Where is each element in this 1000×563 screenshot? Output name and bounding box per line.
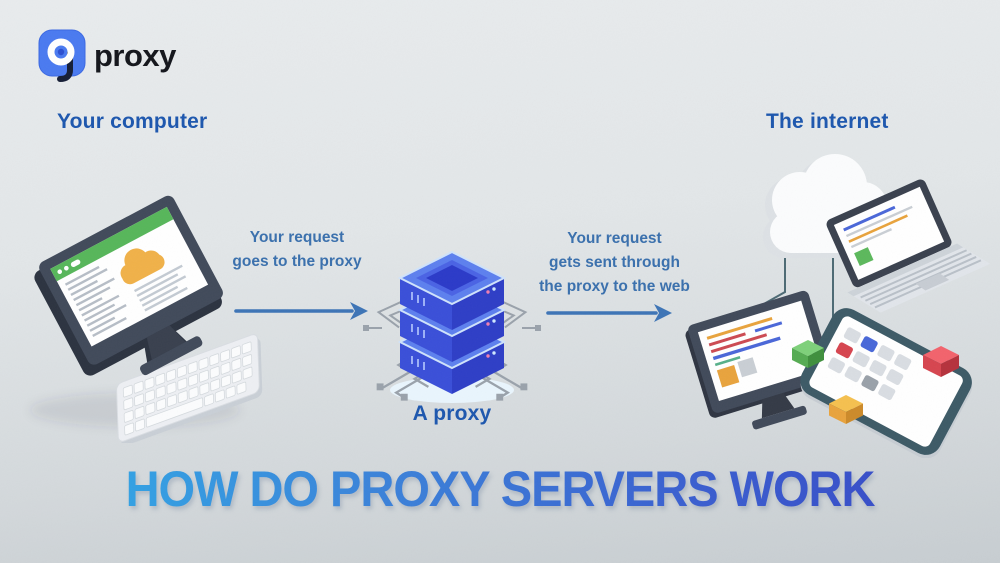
- server-stack-icon: [397, 250, 507, 394]
- proxy-server-illustration: [363, 250, 541, 403]
- right-arrow-icon: [546, 304, 672, 322]
- page-title: HOW DO PROXY SERVERS WORK: [0, 459, 1000, 517]
- label-your-computer: Your computer: [57, 110, 208, 133]
- 9proxy-logo-icon: [38, 29, 86, 82]
- desktop-computer-illustration: [30, 195, 263, 443]
- internet-illustration: [685, 154, 991, 458]
- label-the-internet: The internet: [766, 110, 889, 133]
- tablet-icon: [800, 308, 973, 458]
- brand-logo-text: proxy: [94, 38, 176, 73]
- brand-logo: proxy: [36, 26, 176, 84]
